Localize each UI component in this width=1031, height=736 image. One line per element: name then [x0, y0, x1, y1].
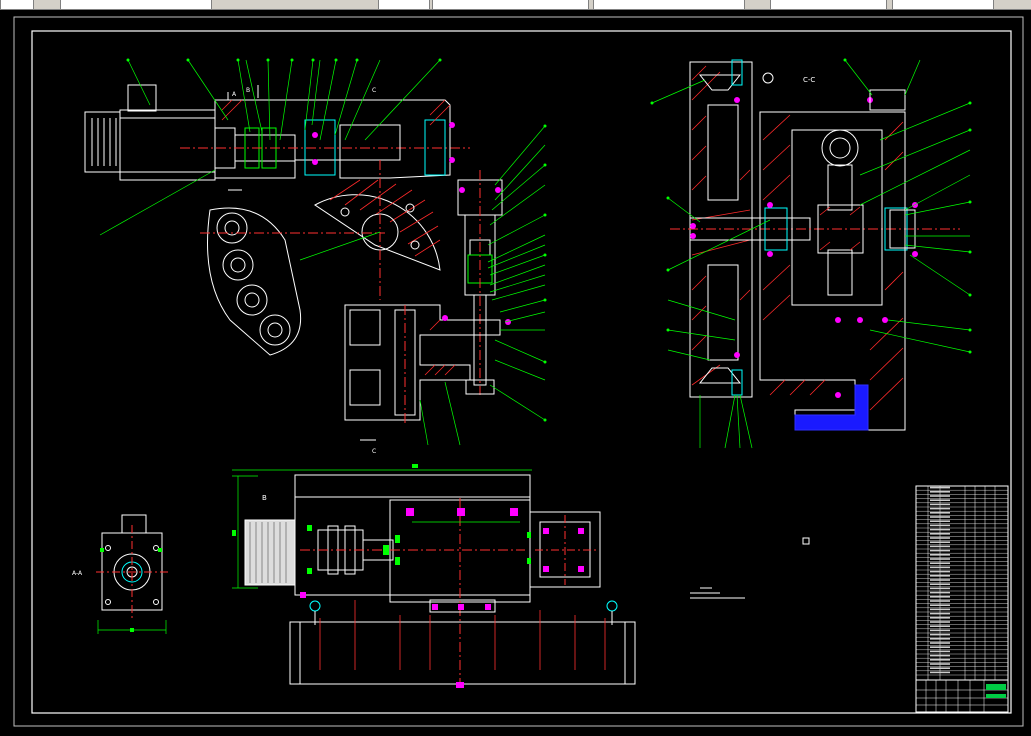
bom-row-text	[930, 604, 950, 606]
leader-lines-front	[99, 59, 546, 446]
title-block	[915, 485, 1009, 713]
bom-row-text	[930, 638, 950, 640]
housing-hatch	[762, 114, 904, 411]
property-dropdown[interactable]	[892, 0, 994, 9]
gearbox-housing	[214, 99, 451, 179]
bom-row-text	[930, 520, 950, 522]
linetype-dropdown[interactable]	[432, 0, 589, 9]
bom-row-text	[930, 541, 950, 543]
bom-row-text	[930, 575, 950, 577]
bom-row-text	[930, 612, 950, 615]
bom-row-text	[930, 659, 950, 661]
view-aa-title: A-A	[72, 570, 83, 577]
bom-row-text	[930, 633, 950, 636]
machine-base	[289, 621, 636, 685]
bom-row-text	[930, 654, 950, 657]
bom-row-text	[930, 516, 950, 518]
section-cc-view: C-C	[650, 58, 972, 449]
worm-wheel-top	[821, 129, 859, 167]
plotstyle-dropdown[interactable]	[770, 0, 887, 9]
bom-row-text	[930, 596, 950, 598]
bom-row-text	[930, 533, 950, 535]
bom-row-text	[930, 608, 950, 611]
title-block-green-cell	[986, 684, 1006, 690]
shaft-bearing-left	[764, 207, 788, 251]
bom-row-text	[930, 579, 950, 581]
bearing-left	[304, 119, 336, 176]
bom-row-text	[930, 528, 950, 531]
bom-row-text	[930, 617, 950, 619]
technical-notes	[690, 587, 745, 599]
bom-row-text	[930, 491, 950, 493]
bom-row-text	[930, 621, 950, 623]
bom-row-text	[930, 495, 950, 497]
drawing-canvas[interactable]: A B C C	[0, 10, 1031, 732]
layer-dropdown[interactable]	[60, 0, 212, 9]
clamp-body	[344, 304, 501, 421]
bom-row-text	[930, 524, 950, 527]
section-cc-title: C-C	[803, 76, 815, 84]
bom-row-text	[930, 642, 950, 644]
bom-row-text	[930, 562, 950, 564]
bom-row-text	[930, 591, 950, 594]
color-dropdown[interactable]	[378, 0, 430, 9]
top-view: B	[232, 464, 636, 690]
view-marker-b: B	[246, 87, 250, 94]
bom-row-text	[930, 625, 950, 627]
motor-end-cap	[84, 111, 121, 173]
view-aa: A-A	[72, 514, 168, 634]
shaft-bearing-right	[884, 207, 908, 251]
bom-row-text	[930, 554, 950, 556]
bom-row-text	[930, 600, 950, 602]
motor-junction-box	[127, 84, 157, 112]
blue-guide-block	[794, 384, 869, 431]
index-plate	[207, 207, 302, 356]
section-marker-c-top: C	[372, 87, 376, 94]
front-view: A B C C	[84, 58, 547, 455]
bom-row-text	[930, 545, 950, 548]
bom-row-text	[930, 570, 950, 573]
section-marker-c-bottom: C	[372, 448, 376, 455]
bom-row-text	[930, 663, 950, 665]
right-housing	[759, 111, 906, 431]
bom-row-text	[930, 667, 950, 669]
bom-row-text	[930, 549, 950, 552]
svg-text:B: B	[262, 494, 267, 502]
view-marker-a: A	[232, 91, 237, 98]
bom-row-text	[930, 507, 950, 510]
cursor-pickbox[interactable]	[802, 537, 810, 545]
cad-toolbar	[0, 0, 1031, 10]
bom-row-text	[930, 558, 950, 560]
sector-gear	[314, 194, 441, 271]
bom-row-text	[930, 587, 950, 590]
worm-gear	[339, 124, 401, 161]
motor-top	[244, 519, 296, 586]
lineweight-dropdown[interactable]	[593, 0, 745, 9]
base-plate-top	[294, 474, 531, 596]
top-bolt-block	[869, 89, 906, 111]
bom-row-text	[930, 583, 950, 585]
bom-row-text	[930, 512, 950, 514]
bom-row-text	[930, 650, 950, 653]
bom-row-text	[930, 486, 950, 489]
leader-lines-section	[651, 59, 971, 449]
bom-row-text	[930, 566, 950, 569]
inner-border	[31, 30, 1012, 714]
bom-row-text	[930, 629, 950, 632]
bom-row-text	[930, 537, 950, 539]
side-block-top	[529, 511, 601, 588]
left-plate-hatch	[691, 65, 751, 386]
sector-gear-hatch	[329, 179, 441, 257]
bom-row-text	[930, 503, 950, 506]
bom-row-text	[930, 646, 950, 648]
bom-table	[915, 485, 1009, 713]
bom-row-text	[930, 499, 950, 501]
bom-row-text	[930, 671, 950, 674]
toolbar-file-box[interactable]	[0, 0, 34, 9]
motor-body	[119, 109, 216, 181]
outer-frame	[13, 16, 1024, 727]
